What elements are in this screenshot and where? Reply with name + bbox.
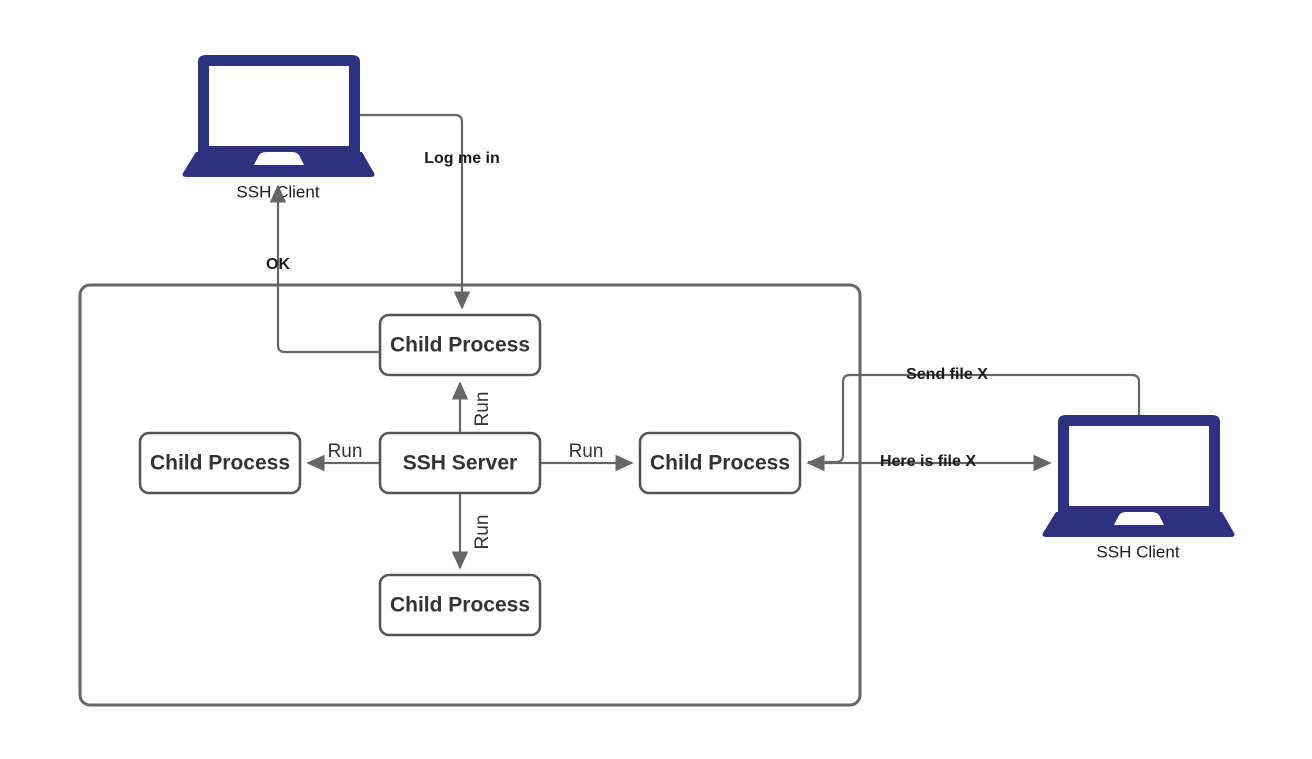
edge-label-run-left: Run [328,441,363,462]
device-label-bottom-client: SSH Client [1096,542,1179,561]
edge-log-me-in [360,113,471,310]
laptop-icon-top-client [182,55,375,177]
edge-label-ok: OK [266,256,290,273]
node-child-top[interactable]: Child Process [378,313,542,377]
node-child-right[interactable]: Child Process [638,431,802,495]
edge-ok [269,184,380,354]
edge-label-send-file-x: Send file X [906,366,988,383]
node-label-child-right: Child Process [650,452,790,475]
node-ssh-server[interactable]: SSH Server [378,431,542,495]
edge-label-run-down: Run [472,515,493,550]
ssh-server-host-boundary [78,283,862,707]
edge-label-log-me-in: Log me in [424,150,500,167]
node-child-bottom[interactable]: Child Process [378,573,542,637]
edge-label-here-is-file-x: Here is file X [880,453,976,470]
edge-label-run-up: Run [472,392,493,427]
laptop-icon-bottom-client [1042,415,1235,537]
node-label-child-top: Child Process [390,334,530,357]
node-label-ssh-server: SSH Server [403,452,517,475]
node-label-child-bottom: Child Process [390,594,530,617]
edge-label-run-right: Run [569,441,604,462]
node-label-child-left: Child Process [150,452,290,475]
node-child-left[interactable]: Child Process [138,431,302,495]
